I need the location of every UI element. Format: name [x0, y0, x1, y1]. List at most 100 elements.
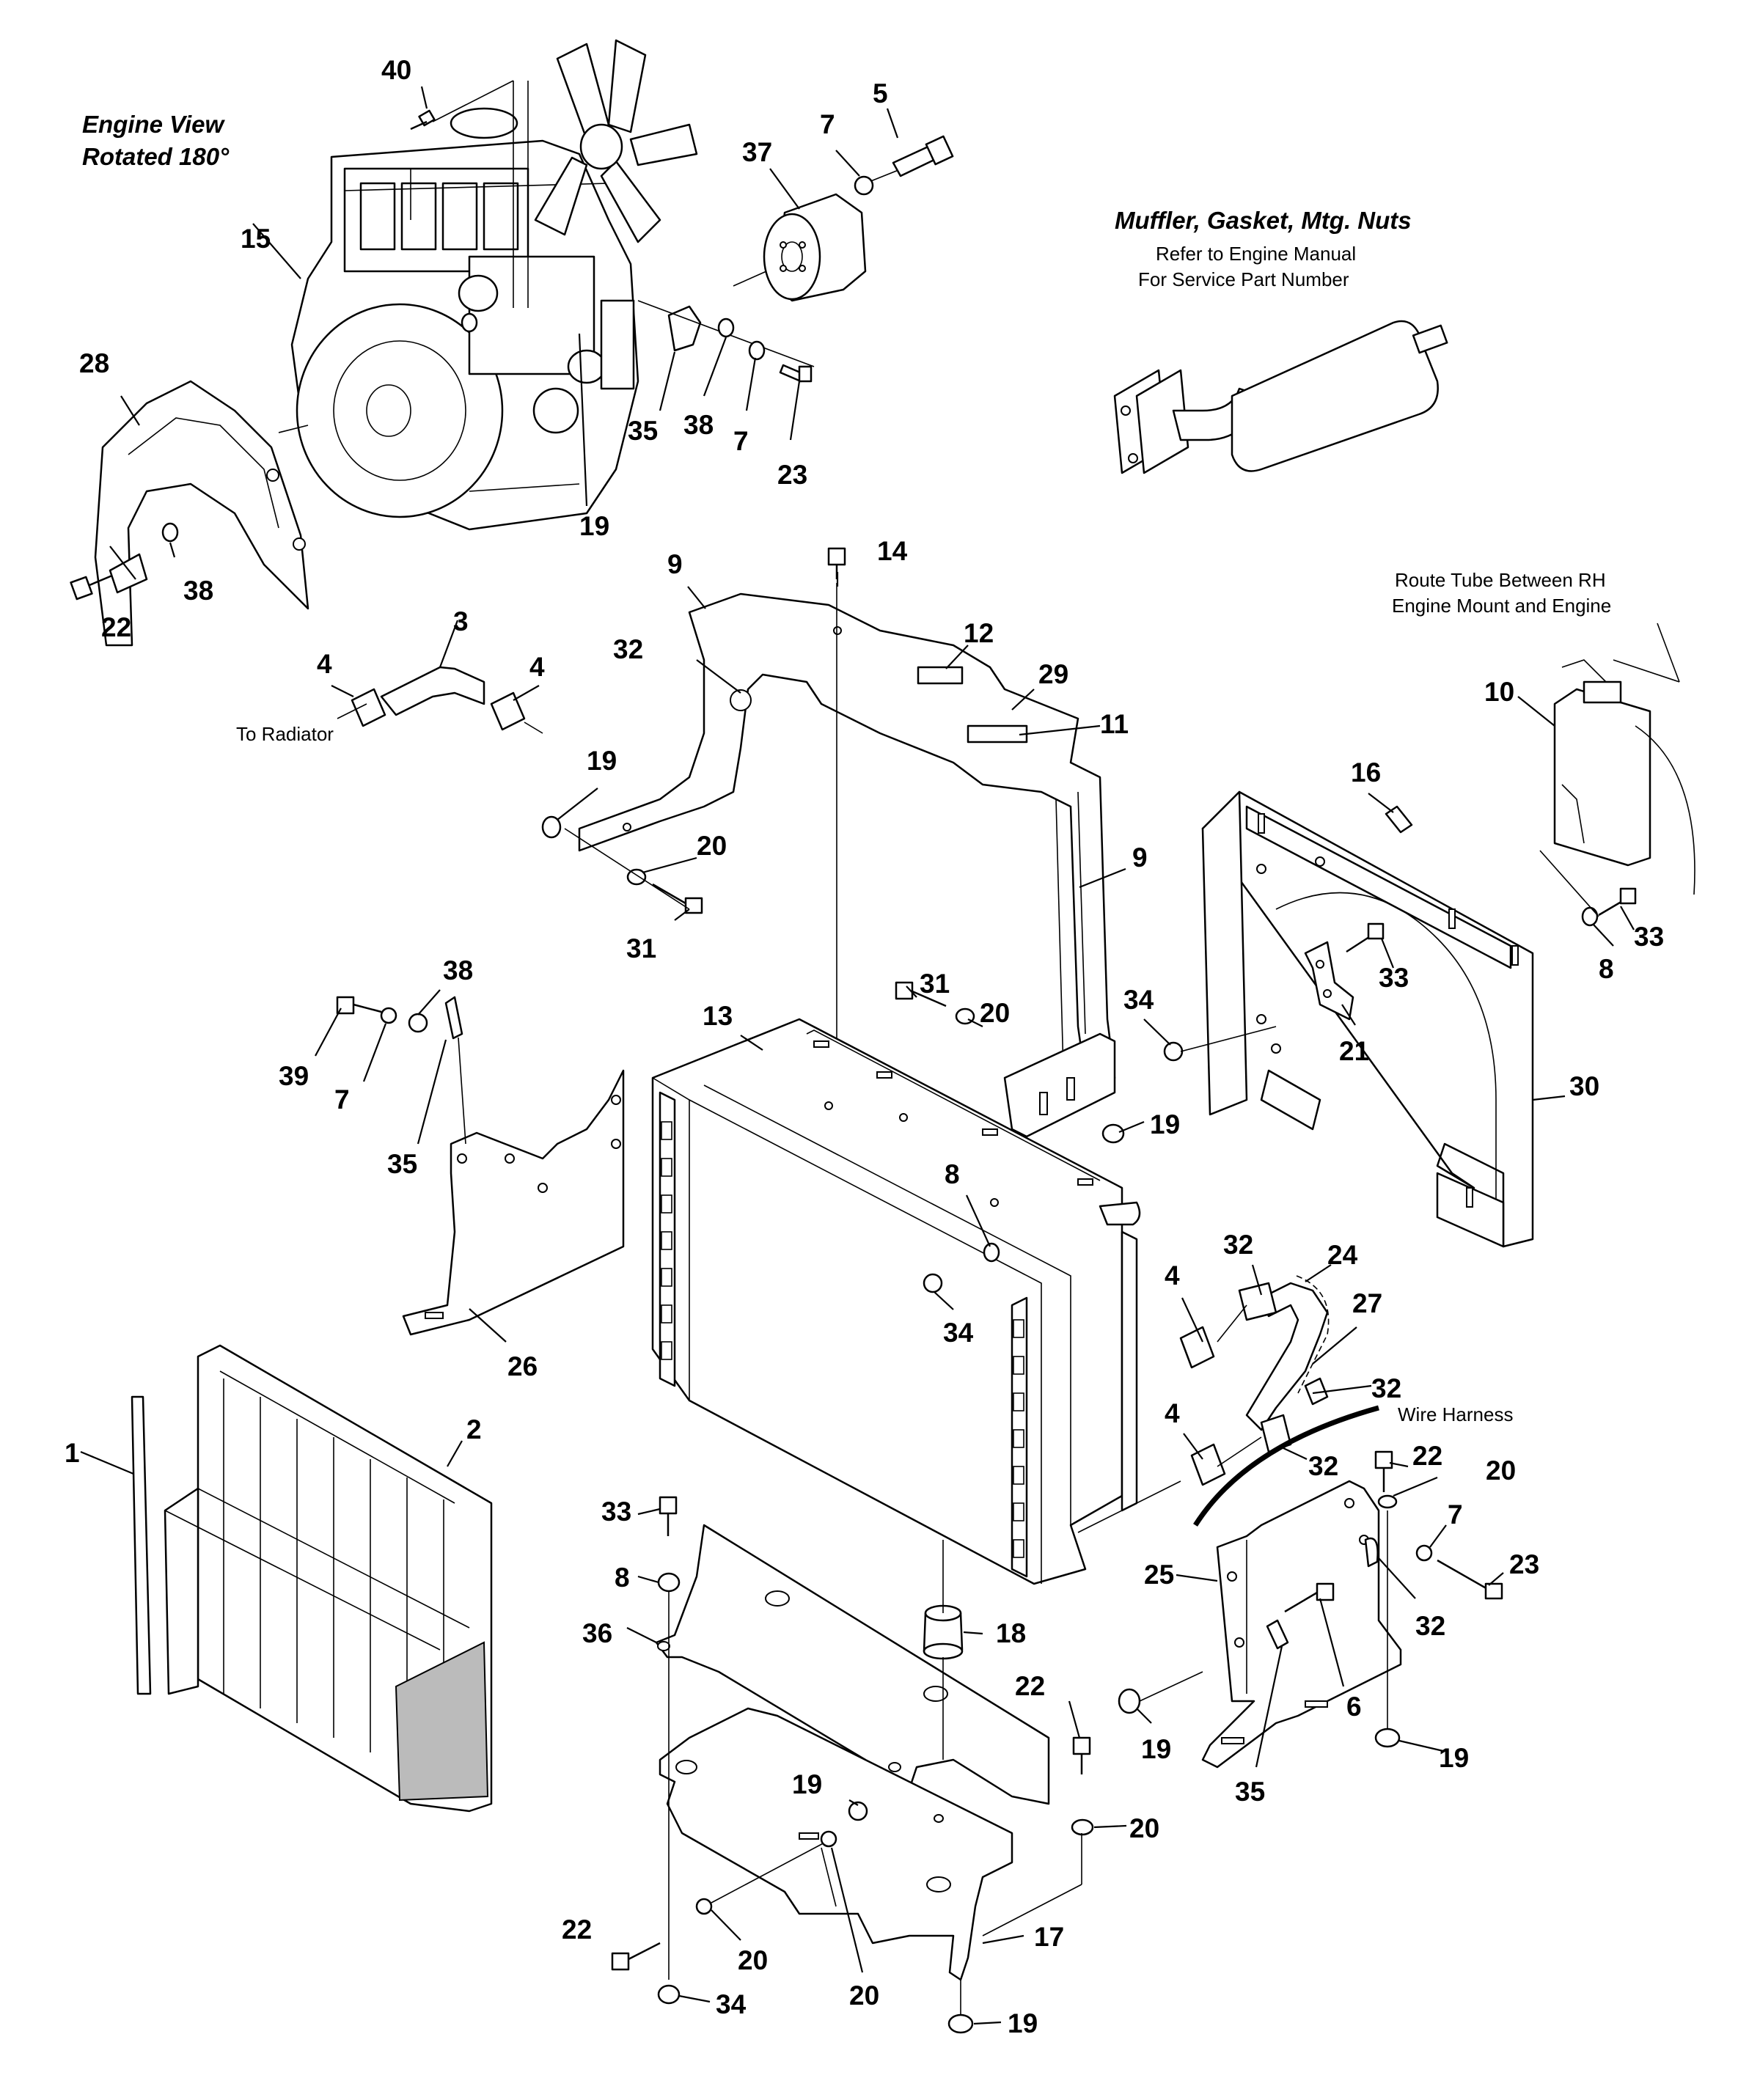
bracket-35-top: [667, 305, 702, 352]
callout-31a: 31: [626, 933, 656, 963]
callout-13: 13: [703, 1001, 733, 1031]
callout-32c: 32: [1371, 1373, 1401, 1403]
callout-38a: 38: [683, 410, 714, 440]
callout-8c: 8: [615, 1563, 630, 1593]
callout-6: 6: [1346, 1692, 1362, 1722]
clip-35-left: [444, 996, 463, 1040]
callout-22d: 22: [562, 1914, 592, 1945]
callout-26: 26: [507, 1351, 538, 1381]
clip-16: [1385, 805, 1413, 834]
bolt-23-right: [1437, 1559, 1503, 1600]
rubber-mount-18: [923, 1604, 964, 1660]
bracket-17: [659, 1707, 1013, 1981]
nut-19-bottom: [947, 2013, 974, 2034]
callout-19g: 19: [1008, 2008, 1038, 2038]
route-tube-note-line1: Route Tube Between RH: [1395, 569, 1606, 591]
bolt-6: [1284, 1582, 1335, 1613]
callout-numbers: 40 5 7 37 15 28 19 35 38 7 23 22 38 3 4 …: [65, 55, 1664, 2038]
callout-25: 25: [1144, 1560, 1174, 1590]
callout-4d: 4: [1165, 1398, 1180, 1428]
callout-22a: 22: [101, 612, 131, 642]
callout-35b: 35: [387, 1149, 417, 1179]
radiator-13: [651, 1018, 1141, 1585]
callout-17: 17: [1034, 1922, 1064, 1952]
callout-33a: 33: [1634, 922, 1664, 952]
strip-1: [131, 1395, 152, 1695]
callout-33b: 33: [1379, 963, 1409, 993]
callout-24: 24: [1327, 1240, 1358, 1270]
callout-9b: 9: [1132, 842, 1148, 873]
callout-39: 39: [279, 1061, 309, 1091]
callout-28: 28: [79, 348, 109, 378]
callout-37: 37: [742, 137, 772, 167]
radiator-fins-left: [661, 1121, 672, 1360]
callout-19c: 19: [1150, 1109, 1180, 1139]
callout-36: 36: [582, 1618, 612, 1648]
engine-view-note-line2: Rotated 180°: [82, 143, 230, 170]
callout-8b: 8: [945, 1159, 960, 1189]
callout-4c: 4: [1165, 1260, 1180, 1291]
callout-4a: 4: [317, 649, 332, 679]
callout-15: 15: [241, 224, 271, 254]
washer-7-right: [1415, 1544, 1433, 1562]
washer-7-top: [854, 175, 874, 196]
callout-34b: 34: [943, 1318, 974, 1348]
callout-40: 40: [381, 55, 411, 85]
muffler-ref-line2: For Service Part Number: [1138, 268, 1349, 290]
muffler-title: Muffler, Gasket, Mtg. Nuts: [1115, 207, 1412, 234]
grille-2: [164, 1344, 493, 1813]
callout-19e: 19: [1439, 1743, 1469, 1773]
washer-7-left: [380, 1007, 397, 1024]
callout-23a: 23: [777, 460, 807, 490]
callout-16: 16: [1351, 757, 1381, 788]
callout-21: 21: [1339, 1036, 1369, 1066]
bolt-23-top: [779, 364, 813, 383]
callout-22c: 22: [1015, 1671, 1045, 1701]
callout-35c: 35: [1235, 1777, 1265, 1807]
washer-8-right: [1581, 906, 1599, 927]
fan-shroud-30: [1201, 790, 1534, 1248]
callout-7a: 7: [820, 109, 835, 139]
callout-31b: 31: [920, 969, 950, 999]
callout-1: 1: [65, 1438, 80, 1468]
wire-harness: [1193, 1405, 1379, 1527]
muffler: [1113, 320, 1448, 474]
washer-8-bottom: [657, 1572, 681, 1593]
bolt-40: [410, 109, 436, 131]
bolt-33-center: [1346, 922, 1385, 953]
callout-14: 14: [877, 536, 908, 566]
washer-20-bottom-right: [1071, 1818, 1094, 1836]
bolt-22-right: [1374, 1450, 1393, 1492]
callout-27: 27: [1352, 1288, 1382, 1318]
pulley-37: [733, 193, 867, 302]
bolt-39: [336, 996, 382, 1015]
bolt-31-upper: [652, 883, 703, 914]
bolt-22-bottom-right: [1072, 1736, 1091, 1774]
nut-19-right-bottom: [1374, 1728, 1401, 1748]
callout-34c: 34: [716, 1989, 747, 2019]
callout-35a: 35: [628, 416, 658, 446]
engine-fan: [534, 39, 698, 243]
callout-34a: 34: [1123, 985, 1154, 1015]
shroud-29: [578, 592, 1116, 1079]
bracket-36: [655, 1524, 1050, 1805]
callout-7b: 7: [733, 426, 749, 456]
callout-32b: 32: [1223, 1230, 1253, 1260]
callout-3: 3: [453, 606, 469, 636]
blower-housing-28: [94, 380, 309, 647]
callout-33c: 33: [601, 1497, 631, 1527]
bolt-5: [892, 135, 954, 177]
callout-18: 18: [996, 1618, 1026, 1648]
callout-7c: 7: [334, 1084, 350, 1115]
nut-19-bottom-mid: [848, 1801, 868, 1821]
clip-32-right: [1364, 1537, 1379, 1568]
callout-leaders: [80, 86, 1635, 2025]
callout-9a: 9: [667, 549, 683, 579]
callout-19f: 19: [792, 1769, 822, 1799]
callout-20f: 20: [849, 1980, 879, 2011]
nut-34-right: [1163, 1041, 1184, 1062]
bracket-25: [1201, 1480, 1402, 1769]
washer-38-housing: [161, 522, 179, 543]
bolt-22-bottom-left: [611, 1942, 661, 1971]
hose-3: [337, 666, 543, 734]
